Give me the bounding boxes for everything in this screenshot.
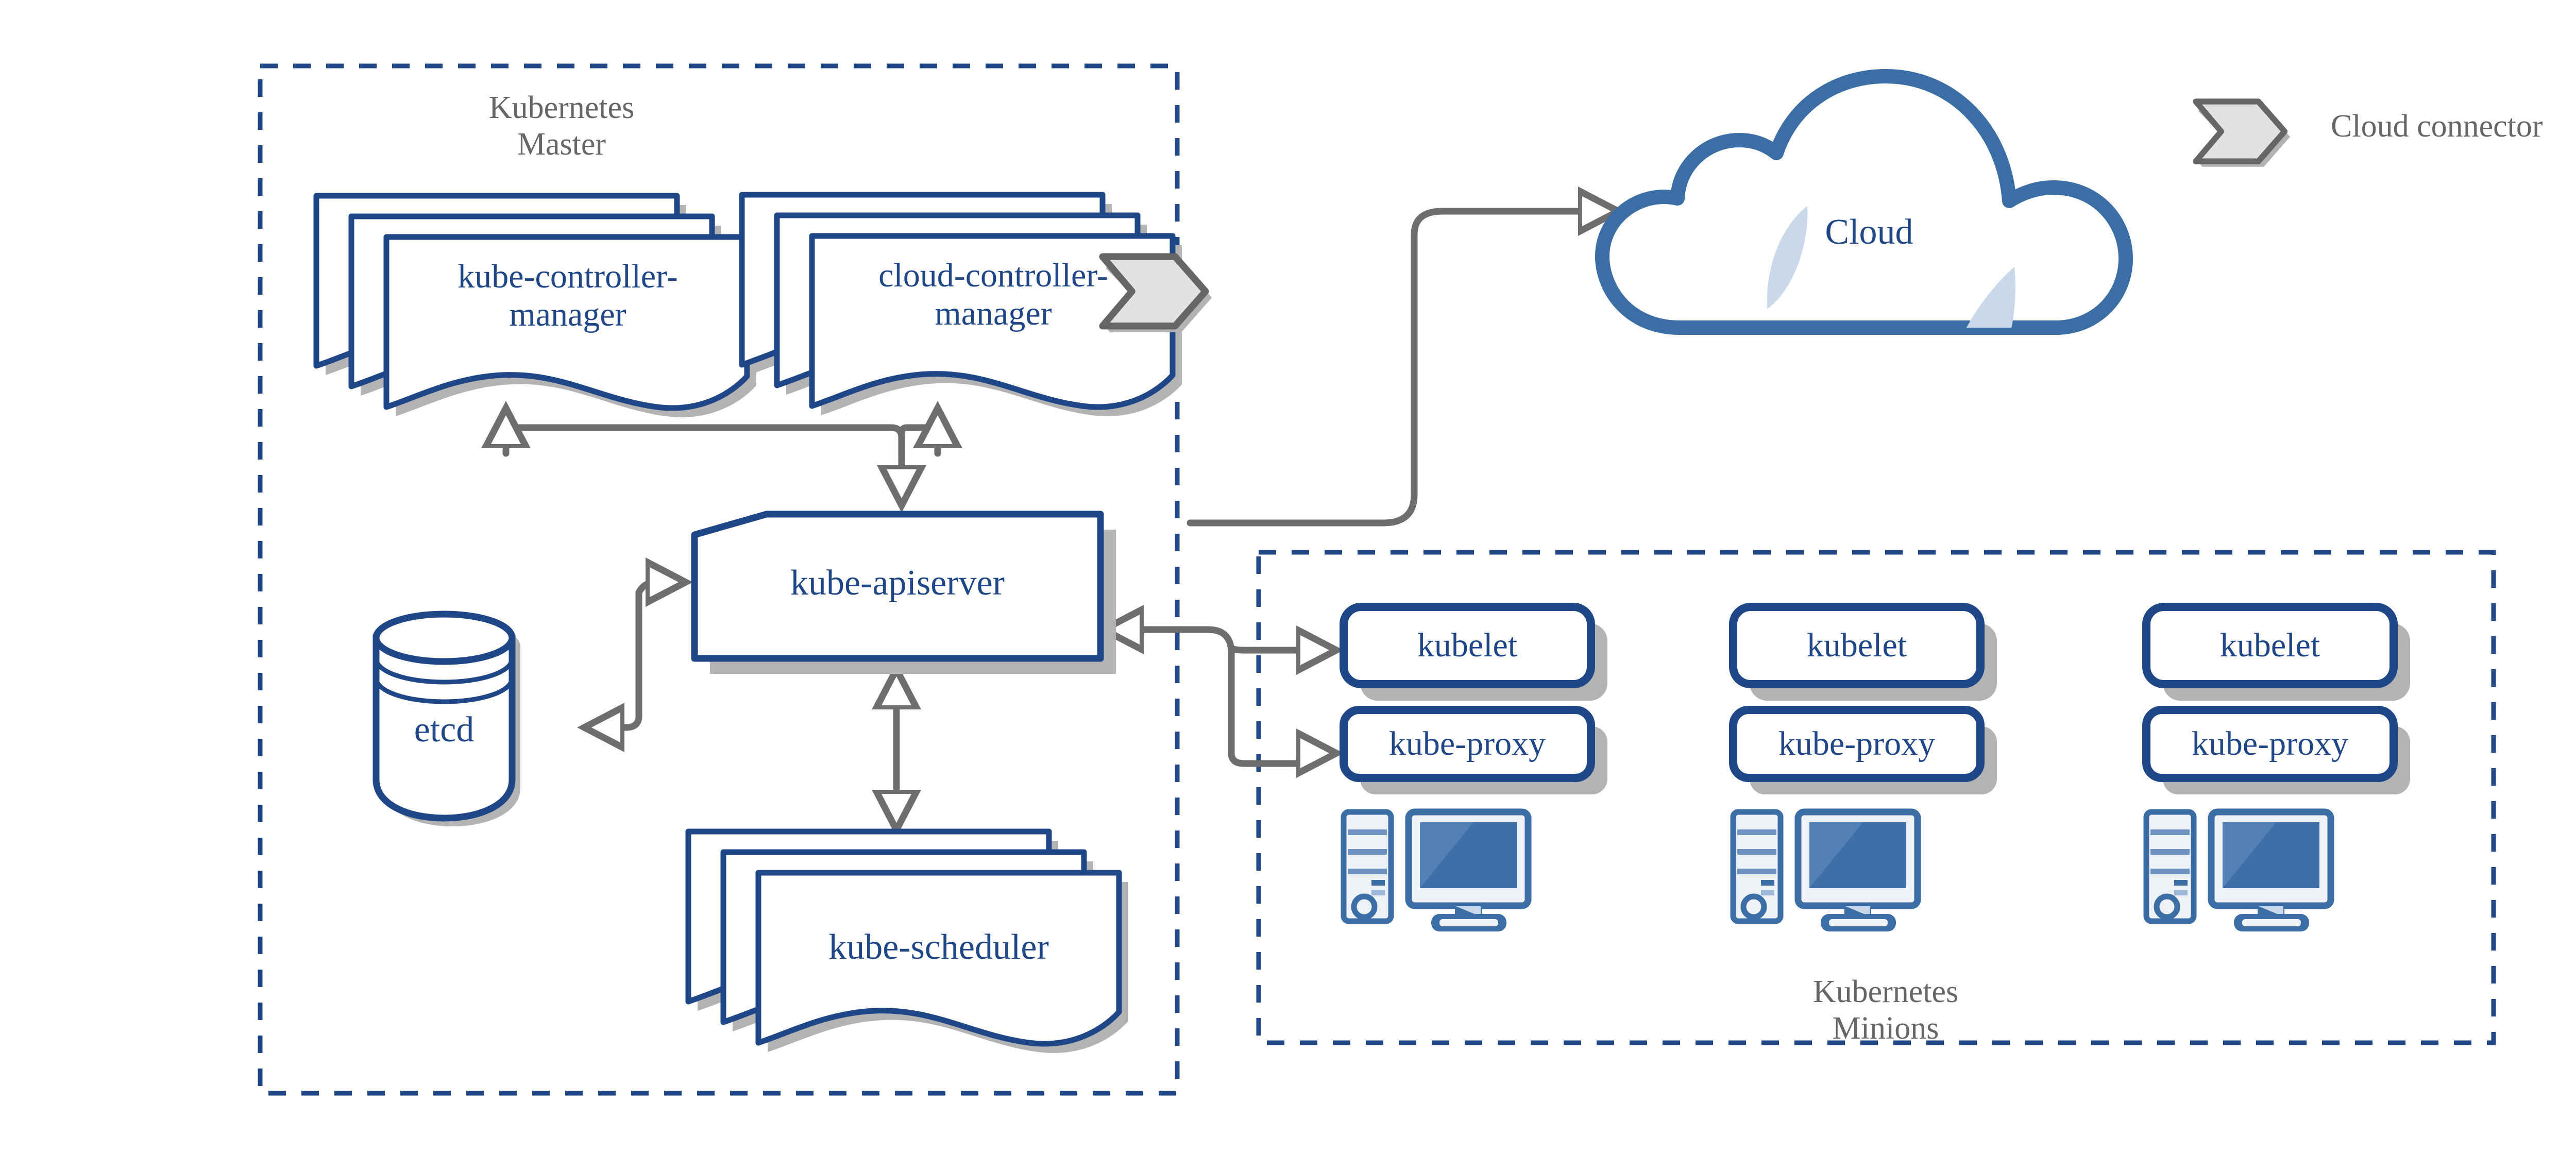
kubelet-pill-2[interactable]: [1729, 603, 1997, 701]
arrowhead-up-kcm: [481, 401, 531, 448]
node-kube-scheduler[interactable]: [683, 826, 1128, 1053]
minion-node-1: [1340, 603, 1607, 931]
node-cloud[interactable]: [1595, 69, 2133, 459]
arrowhead-layer: [481, 186, 1625, 837]
desktop-computer-icon-3: [2146, 812, 2331, 931]
desktop-computer-icon-1: [1344, 812, 1528, 931]
kubernetes-master-group-label: Kubernetes Master: [488, 90, 635, 162]
legend-cloud-connector-chevron-icon: [2196, 101, 2290, 167]
kubelet-pill-1[interactable]: [1340, 603, 1607, 701]
arrowhead-left-etcd: [577, 703, 624, 752]
kubelet-pill-3[interactable]: [2142, 603, 2410, 701]
kube-proxy-pill-1[interactable]: [1340, 706, 1607, 794]
connector-ccm-to-cloud: [1187, 208, 1593, 527]
node-cloud-controller-manager[interactable]: [737, 190, 1182, 416]
arrowhead-right-apiserver: [646, 557, 693, 607]
kube-proxy-pill-2[interactable]: [1729, 706, 1997, 794]
node-kube-apiserver[interactable]: [691, 511, 1116, 674]
node-kube-controller-manager[interactable]: [311, 191, 756, 417]
node-etcd[interactable]: [372, 611, 520, 826]
arrowhead-down-apiserver: [877, 465, 926, 513]
desktop-computer-icon-2: [1733, 812, 1918, 931]
arrowhead-right-kubeproxy: [1296, 728, 1344, 778]
minion-node-3: [2142, 603, 2410, 931]
legend-cloud-connector-label: Cloud connector: [2331, 109, 2543, 144]
connector-apiserver-to-kubelet: [1228, 643, 1315, 657]
minion-node-2: [1729, 603, 1997, 931]
arrowhead-right-cloud: [1578, 186, 1625, 236]
kubernetes-minions-frame: [1256, 550, 2496, 1045]
arrowhead-left-apiserver-right: [1096, 605, 1144, 654]
arrowhead-right-kubelet: [1296, 625, 1344, 675]
arrowhead-up-ccm: [913, 401, 962, 448]
kubernetes-master-frame: [258, 63, 1180, 1096]
connector-kcm-to-apiserver: [502, 424, 905, 483]
arrowhead-down-scheduler: [872, 790, 921, 837]
kubernetes-minions-group-label: Kubernetes Minions: [1812, 974, 1959, 1046]
cloud-accent-shapes: [1767, 206, 2015, 328]
kube-proxy-pill-3[interactable]: [2142, 706, 2410, 794]
arrowhead-up-apiserver-bottom: [872, 662, 921, 709]
